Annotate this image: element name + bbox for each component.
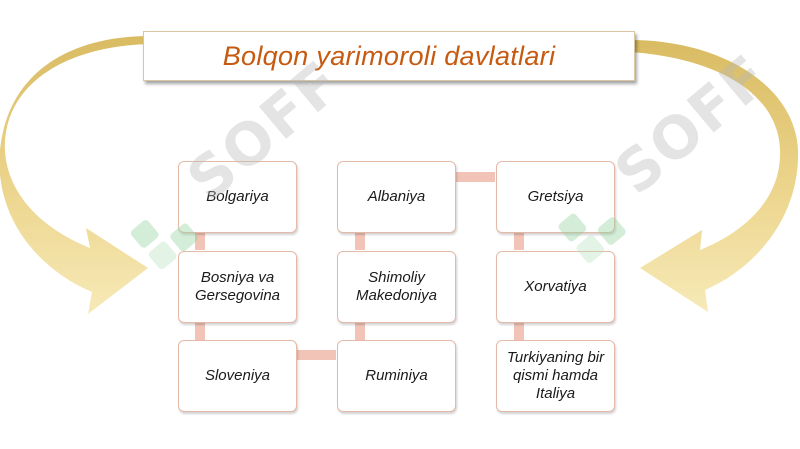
connector (195, 232, 205, 250)
connector (514, 322, 524, 340)
node-label: Xorvatiya (524, 278, 587, 295)
connector (355, 232, 365, 250)
node-label: Shimoliy Makedoniya (356, 269, 437, 304)
node-label: Turkiyaning bir qismi hamda Italiya (506, 349, 605, 402)
connector (355, 322, 365, 340)
node-label: Ruminiya (365, 367, 428, 384)
node-albaniya: Albaniya (337, 161, 456, 233)
node-bosniya-va-gersegovina: Bosniya va Gersegovina (178, 251, 297, 323)
node-xorvatiya: Xorvatiya (496, 251, 615, 323)
left-curved-arrow-icon (0, 36, 150, 314)
title-box: Bolqon yarimoroli davlatlari (143, 31, 635, 81)
node-bolgariya: Bolgariya (178, 161, 297, 233)
right-curved-arrow-icon (630, 40, 799, 312)
connector (296, 350, 336, 360)
node-label: Gretsiya (527, 188, 584, 205)
node-turkiya-italiya: Turkiyaning bir qismi hamda Italiya (496, 340, 615, 412)
node-ruminiya: Ruminiya (337, 340, 456, 412)
page-title: Bolqon yarimoroli davlatlari (222, 40, 556, 71)
node-label: Albaniya (367, 188, 426, 205)
node-label: Bolgariya (206, 188, 269, 205)
node-label: Bosniya va Gersegovina (194, 269, 281, 304)
connector (514, 232, 524, 250)
node-shimoliy-makedoniya: Shimoliy Makedoniya (337, 251, 456, 323)
node-sloveniya: Slovеniya (178, 340, 297, 412)
connector (455, 172, 495, 182)
node-gretsiya: Gretsiya (496, 161, 615, 233)
node-label: Slovеniya (204, 367, 271, 384)
connector (195, 322, 205, 340)
